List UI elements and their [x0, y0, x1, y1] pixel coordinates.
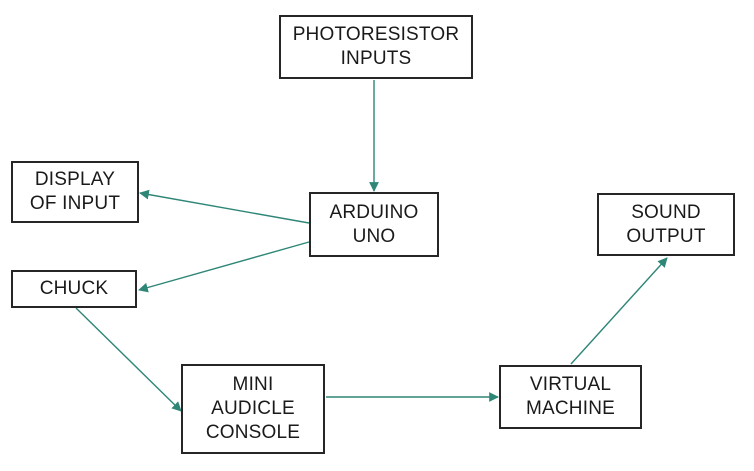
node-label: VIRTUAL — [529, 374, 612, 395]
node-label: SOUND — [631, 201, 701, 223]
node-label: AUDICLE — [211, 398, 295, 419]
node-label: MACHINE — [525, 398, 615, 419]
node-label: MINI — [232, 374, 274, 395]
edge-arduino-to-display — [139, 189, 310, 224]
node-label: ARDUINO — [329, 201, 419, 223]
node-label: OUTPUT — [626, 225, 706, 247]
node-label: INPUTS — [340, 48, 412, 69]
node-chuck: CHUCK — [11, 270, 137, 308]
node-arduino-uno: ARDUINO UNO — [309, 192, 439, 257]
node-mini-audicle-console: MINI AUDICLE CONSOLE — [181, 364, 325, 454]
node-label: DISPLAY — [34, 169, 116, 190]
node-virtual-machine: VIRTUAL MACHINE — [499, 365, 642, 429]
node-label: UNO — [352, 225, 396, 247]
node-label: PHOTORESISTOR — [292, 24, 460, 45]
node-label: OF INPUT — [29, 193, 121, 214]
edge-chuck-to-miniaudicle — [75, 307, 182, 412]
edge-arduino-to-chuck — [138, 241, 310, 293]
edge-vm-to-sound — [570, 257, 668, 365]
node-label: CHUCK — [39, 278, 109, 299]
node-photoresistor-inputs: PHOTORESISTOR INPUTS — [279, 15, 473, 79]
node-sound-output: SOUND OUTPUT — [597, 193, 735, 256]
node-label: CONSOLE — [205, 422, 301, 443]
node-display-of-input: DISPLAY OF INPUT — [11, 161, 139, 223]
